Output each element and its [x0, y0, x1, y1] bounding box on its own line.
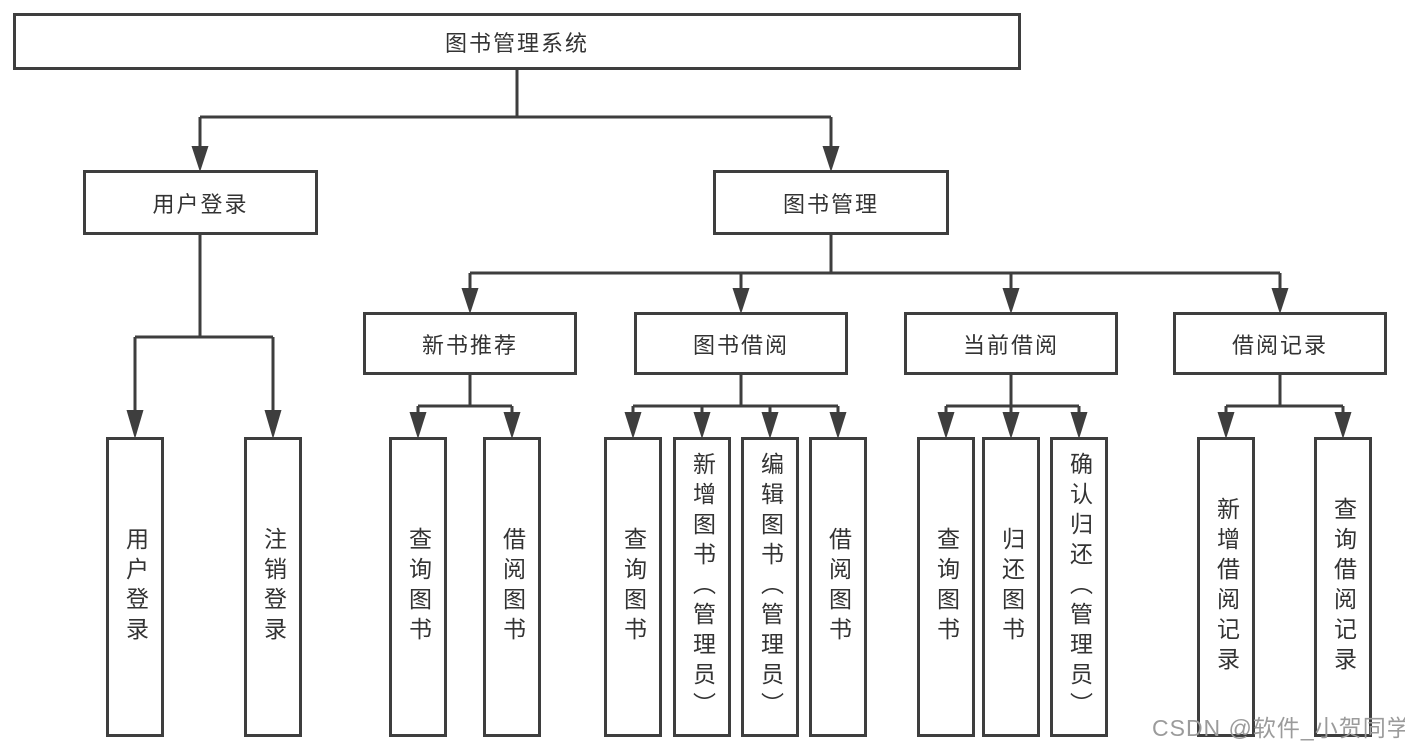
node-borrow-add-book-admin-label: 新增图书（管理员） — [689, 452, 716, 722]
node-recommend-borrow-book: 借阅图书 — [483, 437, 541, 737]
node-current-confirm-return-admin-label: 确认归还（管理员） — [1066, 452, 1093, 722]
node-current-query-book-label: 查询图书 — [933, 527, 960, 647]
node-recommend-query-book: 查询图书 — [389, 437, 447, 737]
node-records-add-record: 新增借阅记录 — [1197, 437, 1255, 737]
node-login: 用户登录 — [106, 437, 164, 737]
connector-user-login-children — [126, 235, 282, 439]
node-borrow-query-book-label: 查询图书 — [620, 527, 647, 647]
node-records-add-record-label: 新增借阅记录 — [1213, 497, 1240, 677]
node-records-query-record-label: 查询借阅记录 — [1330, 497, 1357, 677]
node-current-confirm-return-admin: 确认归还（管理员） — [1050, 437, 1108, 737]
node-current-return-book: 归还图书 — [982, 437, 1040, 737]
node-book-management: 图书管理 — [713, 170, 949, 235]
node-current-return-book-label: 归还图书 — [998, 527, 1025, 647]
connector-root-to-level2 — [191, 68, 840, 172]
node-logout: 注销登录 — [244, 437, 302, 737]
node-borrow-edit-book-admin-label: 编辑图书（管理员） — [757, 452, 784, 722]
node-recommend-borrow-book-label: 借阅图书 — [499, 527, 526, 647]
node-login-label: 用户登录 — [122, 527, 149, 647]
node-current-query-book: 查询图书 — [917, 437, 975, 737]
connector-book-borrow-children — [624, 375, 847, 439]
node-borrow-query-book: 查询图书 — [604, 437, 662, 737]
node-book-borrow: 图书借阅 — [634, 312, 848, 375]
node-borrow-records: 借阅记录 — [1173, 312, 1387, 375]
node-library-management-system: 图书管理系统 — [13, 13, 1021, 70]
connector-new-book-children — [409, 375, 521, 439]
node-borrow-edit-book-admin: 编辑图书（管理员） — [741, 437, 799, 737]
node-new-book-recommend: 新书推荐 — [363, 312, 577, 375]
node-records-query-record: 查询借阅记录 — [1314, 437, 1372, 737]
node-logout-label: 注销登录 — [260, 527, 287, 647]
csdn-watermark: CSDN @软件_小贺同学 — [1152, 715, 1405, 741]
node-current-borrow: 当前借阅 — [904, 312, 1118, 375]
connector-current-borrow-children — [937, 375, 1088, 439]
connector-borrow-records-children — [1217, 375, 1352, 439]
node-user-login: 用户登录 — [83, 170, 318, 235]
node-borrow-borrow-book-label: 借阅图书 — [825, 527, 852, 647]
node-borrow-add-book-admin: 新增图书（管理员） — [673, 437, 731, 737]
node-borrow-borrow-book: 借阅图书 — [809, 437, 867, 737]
node-recommend-query-book-label: 查询图书 — [405, 527, 432, 647]
connector-book-management-level3 — [461, 235, 1289, 314]
